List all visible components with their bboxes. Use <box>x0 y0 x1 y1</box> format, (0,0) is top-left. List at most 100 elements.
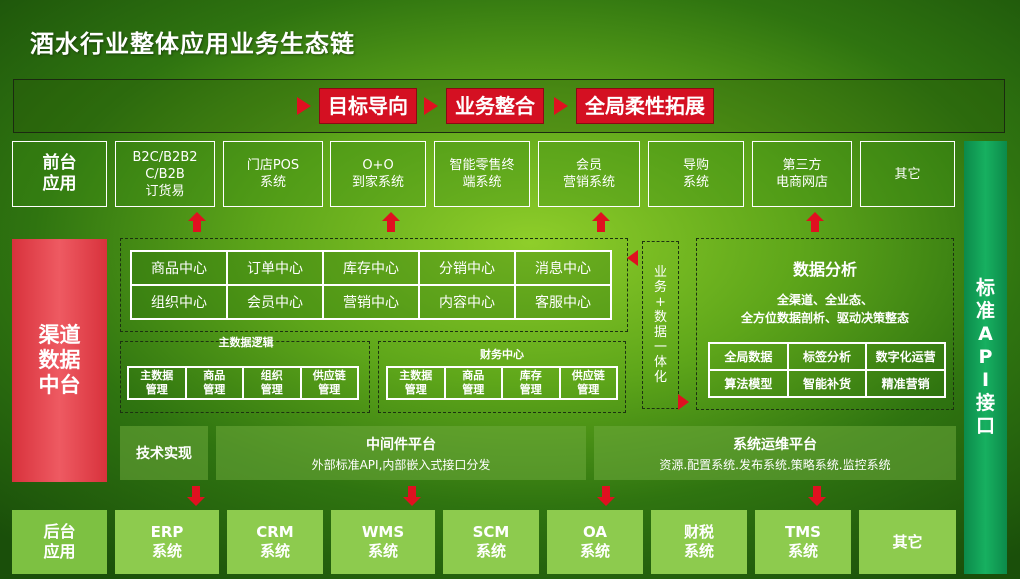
front-app-member[interactable]: 会员 营销系统 <box>538 141 640 207</box>
banner-step-2: 业务整合 <box>424 88 544 124</box>
center-cell[interactable]: 商品中心 <box>131 251 227 285</box>
finance-grid: 主数据管理 商品管理 库存管理 供应链管理 <box>386 366 618 400</box>
center-cell[interactable]: 客服中心 <box>515 285 611 319</box>
label-line: 管理 <box>462 383 485 396</box>
center-cell[interactable]: 订单中心 <box>227 251 323 285</box>
center-cell[interactable]: 分销中心 <box>419 251 515 285</box>
label-line: P <box>978 346 993 368</box>
label-line: 第三方 <box>782 158 822 173</box>
label-line: 口 <box>975 415 995 437</box>
analytics-grid: 全局数据 标签分析 数字化运营 算法模型 智能补货 精准营销 <box>708 342 946 398</box>
banner-step-label: 目标导向 <box>319 88 417 124</box>
down-arrow-icon <box>808 486 826 506</box>
mdm-cell[interactable]: 组织管理 <box>243 367 301 399</box>
analytics-cell[interactable]: 精准营销 <box>866 370 945 397</box>
front-app-other[interactable]: 其它 <box>860 141 955 207</box>
label-line: 管理 <box>519 383 542 396</box>
front-app-guide[interactable]: 导购 系统 <box>648 141 744 207</box>
analytics-title: 数据分析 <box>792 260 857 279</box>
page-title: 酒水行业整体应用业务生态链 <box>30 30 355 58</box>
label-line: 管理 <box>404 383 427 396</box>
label-line: 商品 <box>462 369 485 382</box>
ops-platform[interactable]: 系统运维平台 资源.配置系统.发布系统.策略系统.监控系统 <box>594 426 956 480</box>
label-line: 中台 <box>38 373 81 397</box>
mdm-cell[interactable]: 主数据管理 <box>128 367 186 399</box>
back-apps-label: 后台 应用 <box>12 510 107 574</box>
banner-step-1: 目标导向 <box>297 88 417 124</box>
center-cell[interactable]: 营销中心 <box>323 285 419 319</box>
front-app-pos[interactable]: 门店POS 系统 <box>223 141 323 207</box>
label-line: + <box>655 295 666 310</box>
label-line: 会员 <box>575 158 602 173</box>
label-line: 营销系统 <box>562 175 615 190</box>
label-line: 端系统 <box>462 175 502 190</box>
business-centers-grid: 商品中心 订单中心 库存中心 分销中心 消息中心 组织中心 会员中心 营销中心 … <box>130 250 612 320</box>
label-line: CRM <box>256 523 294 541</box>
analytics-cell[interactable]: 算法模型 <box>709 370 788 397</box>
down-arrow-icon <box>187 486 205 506</box>
label-line: C/B2B <box>145 166 185 182</box>
label-line: 数据 <box>38 348 81 372</box>
label-line: 前台 <box>42 153 77 173</box>
finance-cell[interactable]: 商品管理 <box>444 367 502 399</box>
down-arrow-icon <box>597 486 615 506</box>
label-line: I <box>981 369 990 391</box>
analytics-cell[interactable]: 标签分析 <box>787 343 867 370</box>
label-line: 据 <box>653 325 667 340</box>
front-apps-label: 前台 应用 <box>12 141 107 207</box>
label-line: 管理 <box>203 383 226 396</box>
center-cell[interactable]: 库存中心 <box>323 251 419 285</box>
label-line: 导购 <box>682 158 709 173</box>
front-app-smart-retail[interactable]: 智能零售终 端系统 <box>434 141 530 207</box>
middleware-platform[interactable]: 中间件平台 外部标准API,内部嵌入式接口分发 <box>216 426 586 480</box>
master-data-grid: 主数据管理 商品管理 组织管理 供应链管理 <box>127 366 359 400</box>
label-line: OA <box>583 523 607 541</box>
channel-data-platform-label: 渠道 数据 中台 <box>12 239 107 482</box>
label-line: 管理 <box>577 383 600 396</box>
mdm-cell[interactable]: 商品管理 <box>185 367 243 399</box>
panel-subtitle: 外部标准API,内部嵌入式接口分发 <box>311 457 491 472</box>
label-line: 管理 <box>318 383 341 396</box>
label-line: O+O <box>362 158 394 173</box>
analytics-cell[interactable]: 全局数据 <box>709 343 788 370</box>
label-line: B2C/B2B2 <box>132 149 198 165</box>
back-app-tax[interactable]: 财税系统 <box>651 510 747 574</box>
center-cell[interactable]: 内容中心 <box>419 285 515 319</box>
center-cell[interactable]: 消息中心 <box>515 251 611 285</box>
label-line: 化 <box>653 370 667 385</box>
front-app-b2c[interactable]: B2C/B2B2 C/B2B 订货易 <box>115 141 215 207</box>
label-line: 供应链 <box>312 369 346 382</box>
label-line: 其它 <box>892 532 923 551</box>
up-arrow-icon <box>806 212 824 232</box>
integration-column: 业 务 + 数 据 一 体 化 <box>642 241 679 409</box>
label-line: A <box>978 323 993 345</box>
label-line: ERP <box>150 523 184 541</box>
label-line: 后台 <box>43 522 76 541</box>
analytics-cell[interactable]: 智能补货 <box>787 370 867 397</box>
center-cell[interactable]: 组织中心 <box>131 285 227 319</box>
banner-step-label: 全局柔性拓展 <box>576 88 714 124</box>
back-app-other[interactable]: 其它 <box>859 510 956 574</box>
mdm-cell[interactable]: 供应链管理 <box>300 367 358 399</box>
master-data-region <box>120 341 370 413</box>
front-app-o2o[interactable]: O+O 到家系统 <box>330 141 426 207</box>
analytics-cell[interactable]: 数字化运营 <box>866 343 945 370</box>
label-line: 智能零售终 <box>449 158 515 173</box>
finance-cell[interactable]: 供应链管理 <box>559 367 617 399</box>
label-line: 系统 <box>682 175 709 190</box>
front-app-ecommerce[interactable]: 第三方 电商网店 <box>752 141 852 207</box>
label-line: 业 <box>653 265 667 280</box>
label-line: SCM <box>472 523 510 541</box>
label-line: 系统 <box>259 542 290 560</box>
center-cell[interactable]: 会员中心 <box>227 285 323 319</box>
label-line: 系统 <box>579 542 610 560</box>
finance-cell[interactable]: 主数据管理 <box>387 367 445 399</box>
label-line: 电商网店 <box>775 175 828 190</box>
finance-cell[interactable]: 库存管理 <box>502 367 560 399</box>
